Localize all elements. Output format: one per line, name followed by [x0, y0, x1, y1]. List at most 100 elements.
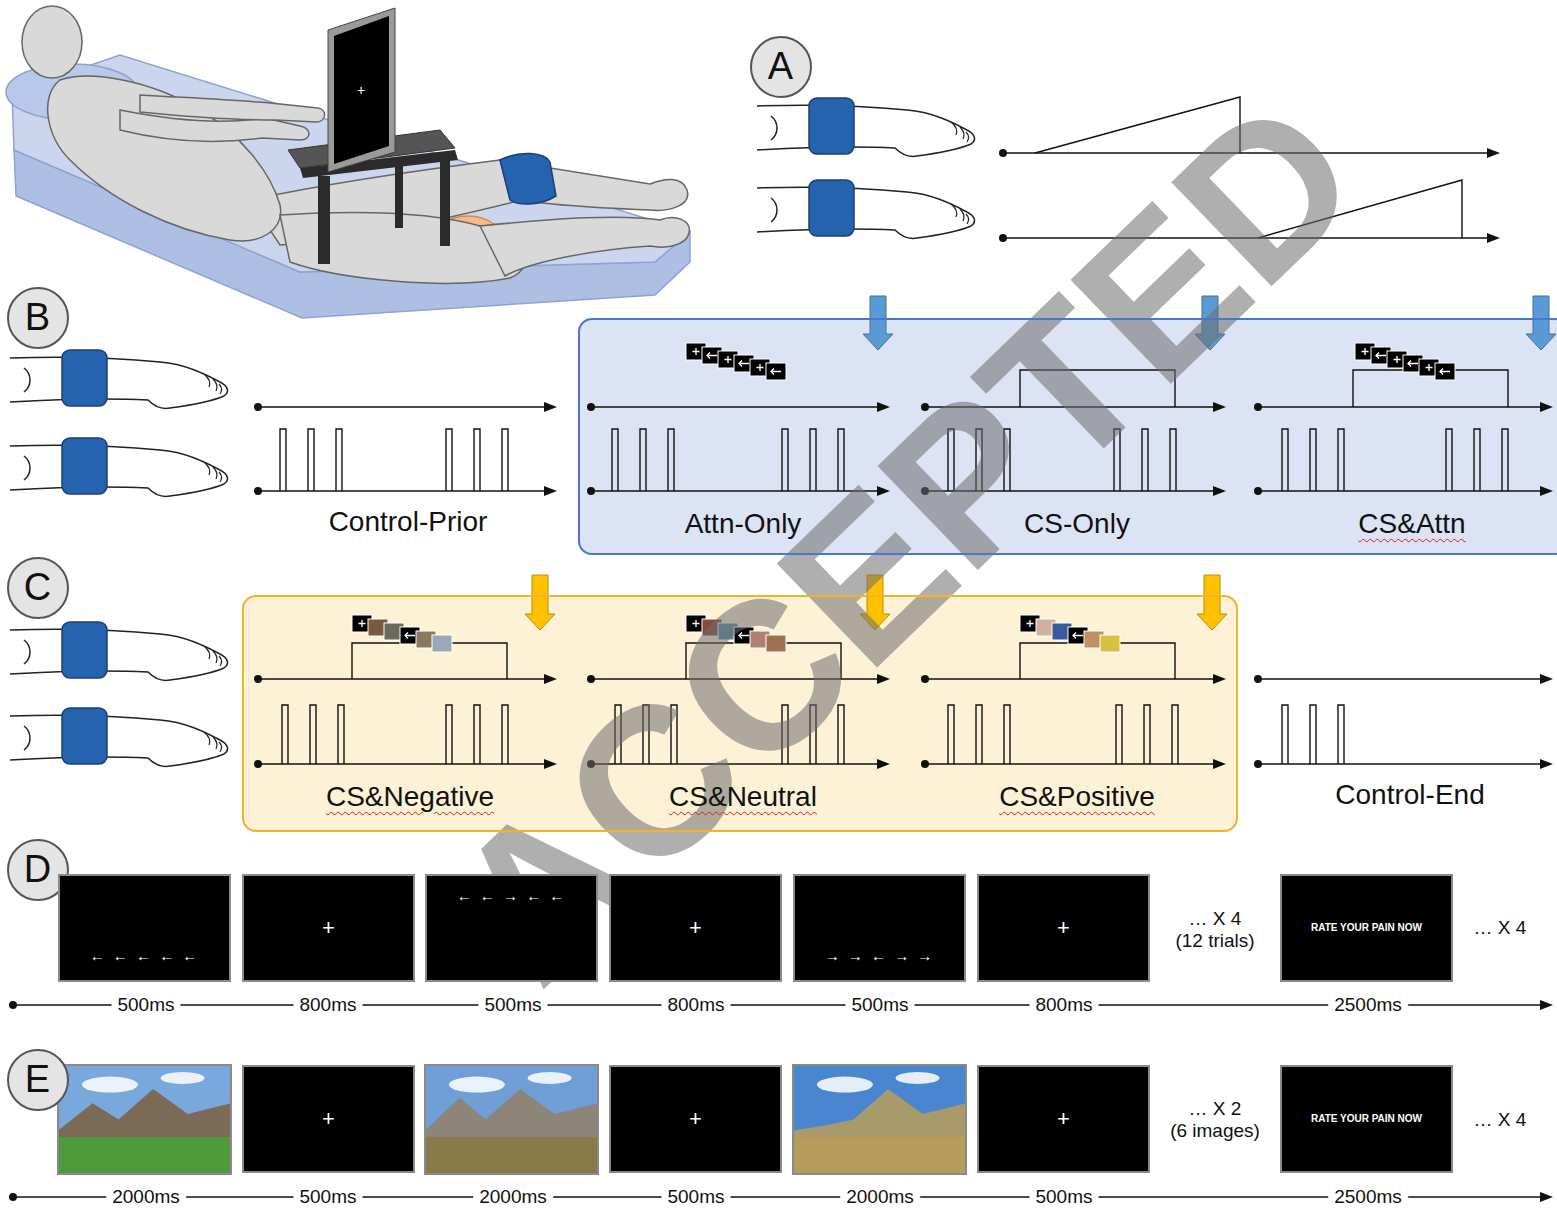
condition-band: Attn-OnlyCS-OnlyCS&Attn: [578, 318, 1557, 555]
duration-label: 2500ms: [1328, 994, 1408, 1016]
axis-start-dot: [254, 675, 262, 683]
thumbnail-mark: [725, 356, 732, 363]
panel-letter: C: [24, 566, 51, 610]
axis-arrow-head: [1540, 759, 1553, 769]
axis-start-dot: [587, 487, 595, 495]
axis-start-dot: [1254, 760, 1262, 768]
duration-label: 500ms: [845, 994, 914, 1016]
stimulus-pulse: [1282, 705, 1288, 764]
landscape-sky: [425, 1065, 598, 1174]
panel-letter-circle: B: [7, 287, 69, 349]
axis-start-dot: [254, 760, 262, 768]
down-arrow: [1526, 296, 1556, 350]
thumbnail-mark: [707, 353, 717, 359]
toe-lines: [204, 462, 221, 482]
stimulus-pulse: [338, 705, 344, 764]
screen-text: ← ← → ← ←: [457, 887, 567, 904]
axis-arrow-head: [1213, 674, 1226, 684]
toe-lines: [204, 646, 221, 666]
axis-start-dot: [1254, 675, 1262, 683]
time-axis: [1258, 490, 1543, 492]
thumbnail-mark: [757, 364, 764, 371]
monitor-fixation: +: [357, 82, 365, 98]
condition-label: CS&Attn: [1358, 508, 1465, 540]
stimulus-screen: → → ← → →: [793, 874, 966, 982]
thumbnail-mark: [1027, 620, 1034, 627]
axis-start-dot: [1254, 403, 1262, 411]
stimulus-screen: +: [977, 874, 1150, 982]
stimulus-pulse: [668, 429, 674, 491]
stimulus-pulse: [1144, 705, 1150, 764]
condition-label: CS-Only: [1024, 508, 1130, 540]
axis-arrow-head: [1540, 402, 1553, 412]
thumbnail-mark: [1426, 364, 1433, 371]
stimulus-screen: +: [242, 1065, 415, 1173]
leg-outline: [10, 629, 227, 680]
leg-outline: [757, 105, 974, 156]
knee-mark: [771, 198, 777, 222]
duration-label: 500ms: [111, 994, 180, 1016]
toe-lines: [951, 122, 968, 142]
screen-text: → → ← → →: [825, 947, 935, 964]
toe-lines: [204, 732, 221, 752]
thumbnail-mark: [1376, 353, 1386, 359]
cloud: [817, 1077, 873, 1093]
panel-letter-circle: A: [750, 36, 812, 98]
monitor-frame: [328, 8, 395, 172]
stimulus-pulse: [446, 429, 452, 491]
thumbnail-mark: [693, 348, 700, 355]
axis-arrow-head: [1540, 674, 1553, 684]
axis-arrow-head: [544, 402, 557, 412]
axis-arrow-head: [1540, 1000, 1553, 1010]
leg-outline: [757, 187, 974, 238]
leg-outline: [10, 357, 227, 408]
thumbnail-mark: [1362, 348, 1369, 355]
panel-letter: B: [25, 296, 50, 340]
panel-letter: E: [25, 1058, 50, 1102]
condition-label: Control-End: [1335, 779, 1484, 811]
axis-arrow-head: [1487, 233, 1500, 243]
image-frame: [793, 1065, 966, 1174]
condition-label: CS&Positive: [999, 781, 1155, 813]
stimulus-pulse: [1338, 705, 1344, 764]
stimulus-pulse: [1310, 429, 1316, 491]
landscape-ground: [793, 1137, 966, 1174]
stimulus-screen: +: [977, 1065, 1150, 1173]
thumbnail-mark: [1394, 356, 1401, 363]
screen-text: +: [689, 915, 702, 940]
duration-label: 500ms: [1029, 1186, 1098, 1208]
down-arrow: [525, 575, 555, 630]
time-axis: [1258, 406, 1543, 408]
leg-drawing: [10, 350, 227, 408]
screen-text: RATE YOUR PAIN NOW: [1311, 922, 1422, 934]
stimulus-pulse: [502, 429, 508, 491]
axis-start-dot: [1254, 487, 1262, 495]
axis-start-dot: [254, 487, 262, 495]
condition-label: CS&Neutral: [669, 781, 817, 813]
panel-letter: D: [24, 848, 51, 892]
stimulus-screen: ← ← ← ← ←: [58, 874, 231, 982]
thumbnail-mark: [1073, 633, 1083, 639]
stimulus-screen: +: [609, 1065, 782, 1173]
toe-lines: [951, 204, 968, 224]
knee-mark: [24, 726, 30, 750]
time-axis: [925, 678, 1216, 680]
time-axis: [13, 1196, 1543, 1198]
axis-arrow-head: [1213, 759, 1226, 769]
stimulus-pulse: [612, 429, 618, 491]
knee-mark: [24, 640, 30, 664]
axis-start-dot: [999, 234, 1007, 242]
cloud: [82, 1077, 138, 1093]
cloud: [449, 1077, 505, 1093]
screen-text: +: [1057, 915, 1070, 940]
knee-mark: [24, 456, 30, 480]
leg-drawing: [10, 622, 227, 680]
panel-letter: A: [768, 45, 793, 89]
stimulus-pulse: [948, 705, 954, 764]
axis-start-dot: [999, 149, 1007, 157]
duration-label: 800ms: [661, 994, 730, 1016]
axis-start-dot: [9, 1001, 17, 1009]
time-axis: [13, 1004, 1543, 1006]
axis-arrow-head: [544, 486, 557, 496]
axis-start-dot: [921, 760, 929, 768]
